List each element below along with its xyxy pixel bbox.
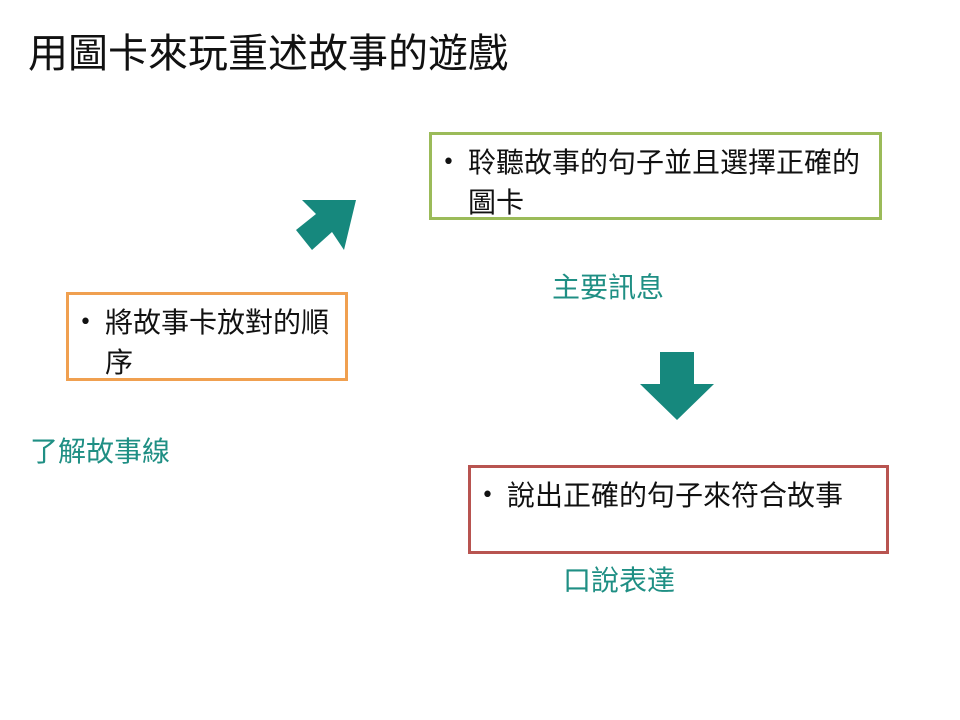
arrow-down-icon — [640, 352, 714, 420]
caption-main-message: 主要訊息 — [552, 271, 665, 304]
bullet-item: • 說出正確的句子來符合故事 — [471, 468, 886, 522]
slide-title: 用圖卡來玩重述故事的遊戲 — [28, 31, 508, 77]
bullet-item: • 聆聽故事的句子並且選擇正確的圖卡 — [432, 135, 879, 229]
bullet-text: 將故事卡放對的順序 — [105, 306, 330, 379]
box-sequence: • 將故事卡放對的順序 — [66, 292, 348, 381]
bullet-text: 聆聽故事的句子並且選擇正確的圖卡 — [468, 146, 861, 219]
bullet-item: • 將故事卡放對的順序 — [69, 295, 345, 389]
bullet-marker: • — [442, 150, 455, 175]
caption-storyline: 了解故事線 — [30, 435, 171, 468]
box-speak: • 說出正確的句子來符合故事 — [468, 465, 889, 554]
bullet-text: 說出正確的句子來符合故事 — [507, 479, 844, 512]
box-listen: • 聆聽故事的句子並且選擇正確的圖卡 — [429, 132, 882, 220]
bullet-marker: • — [481, 483, 494, 508]
arrow-up-right-icon — [296, 200, 356, 250]
caption-oral-expression: 口說表達 — [563, 564, 676, 597]
bullet-marker: • — [79, 310, 92, 335]
